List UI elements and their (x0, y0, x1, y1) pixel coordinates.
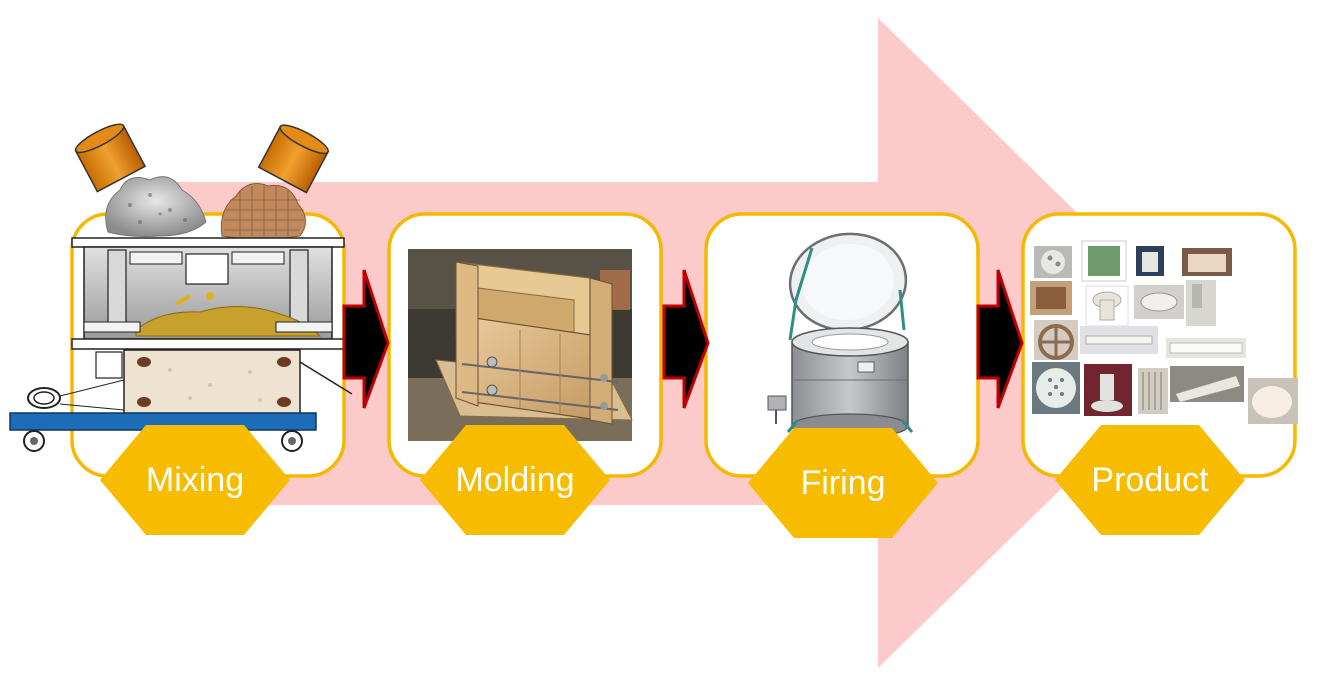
ceramic-products-collage (1030, 240, 1298, 424)
right-arrow-icon (662, 269, 710, 409)
hexagon-badge-mixing (100, 425, 290, 535)
wooden-mold-photo (408, 249, 633, 441)
hexagon-badge-molding (420, 425, 610, 535)
right-arrow-icon (342, 269, 390, 409)
hexagon-badge-firing (748, 428, 938, 538)
mixing-machine-illustration (9, 123, 353, 452)
right-arrow-icon (976, 269, 1024, 409)
hexagon-badge-product (1055, 425, 1245, 535)
